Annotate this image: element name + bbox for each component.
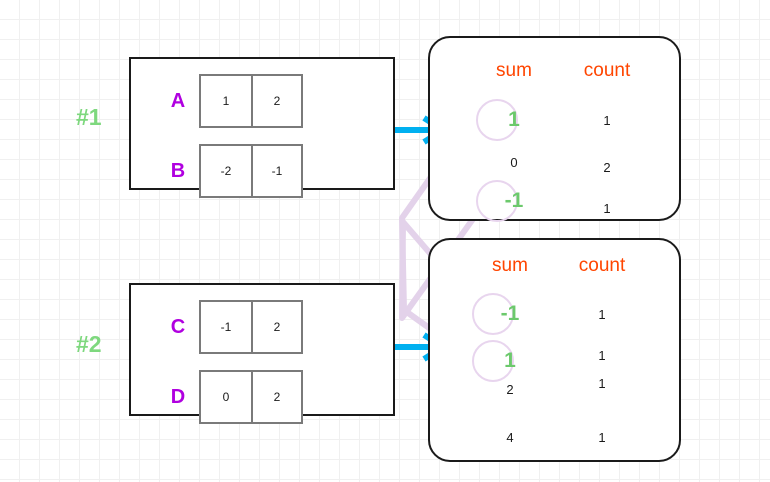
output-panel-1 (428, 36, 681, 221)
output-2-sum-1: 1 (504, 349, 516, 372)
input-row-C: C -1 2 (157, 300, 303, 354)
highlight-circle-o2-r1 (472, 340, 514, 382)
group-label-2: #2 (76, 331, 102, 357)
row-name-C: C (170, 315, 186, 338)
row-A-cells: 1 2 (199, 74, 303, 128)
output-1-sum-1: 0 (510, 155, 518, 170)
input-panel-group-1: A 1 2 B -2 -1 (129, 57, 395, 198)
output-1-count-1: 2 (603, 160, 611, 175)
row-name-A: A (170, 89, 186, 112)
output-2-sum-0: -1 (500, 302, 520, 325)
row-D-cells: 0 2 (199, 370, 303, 424)
output-1-sum-2: -1 (504, 189, 524, 212)
output-2-sum-2: 2 (506, 382, 514, 397)
cell-B-1: -1 (251, 146, 301, 196)
highlight-circle-o2-r0 (472, 293, 514, 335)
cell-D-0: 0 (222, 390, 230, 404)
output-2-count-2: 1 (598, 376, 606, 391)
output-2-header-count: count (578, 255, 626, 276)
cell-C-1: 2 (251, 302, 301, 352)
output-2-count-1: 1 (598, 348, 606, 363)
row-B-cells: -2 -1 (199, 144, 303, 198)
row-C-cells: -1 2 (199, 300, 303, 354)
output-1-count-0: 1 (603, 113, 611, 128)
input-row-A: A 1 2 (157, 74, 303, 128)
output-2-header-sum: sum (492, 255, 528, 276)
row-name-B: B (170, 159, 186, 182)
output-1-sum-0: 1 (508, 108, 520, 131)
cell-B-0: -2 (220, 164, 232, 178)
input-row-B: B -2 -1 (157, 144, 303, 198)
output-1-header-count: count (583, 60, 631, 81)
input-row-D: D 0 2 (157, 370, 303, 424)
highlight-circle-o1-r2 (476, 180, 518, 222)
highlight-circle-o1-r0 (476, 99, 518, 141)
cell-C-0: -1 (220, 320, 232, 334)
output-2-sum-3: 4 (506, 430, 514, 445)
output-1-count-2: 1 (603, 201, 611, 216)
cell-A-1: 2 (251, 76, 301, 126)
output-2-count-3: 1 (598, 430, 606, 445)
output-2-count-0: 1 (598, 307, 606, 322)
cell-D-1: 2 (251, 372, 301, 422)
row-name-D: D (170, 385, 186, 408)
output-panel-2 (428, 238, 681, 462)
cell-A-0: 1 (222, 94, 230, 108)
group-label-1: #1 (76, 104, 102, 130)
output-1-header-sum: sum (496, 60, 532, 81)
input-panel-group-2: C -1 2 D 0 2 (129, 283, 395, 424)
